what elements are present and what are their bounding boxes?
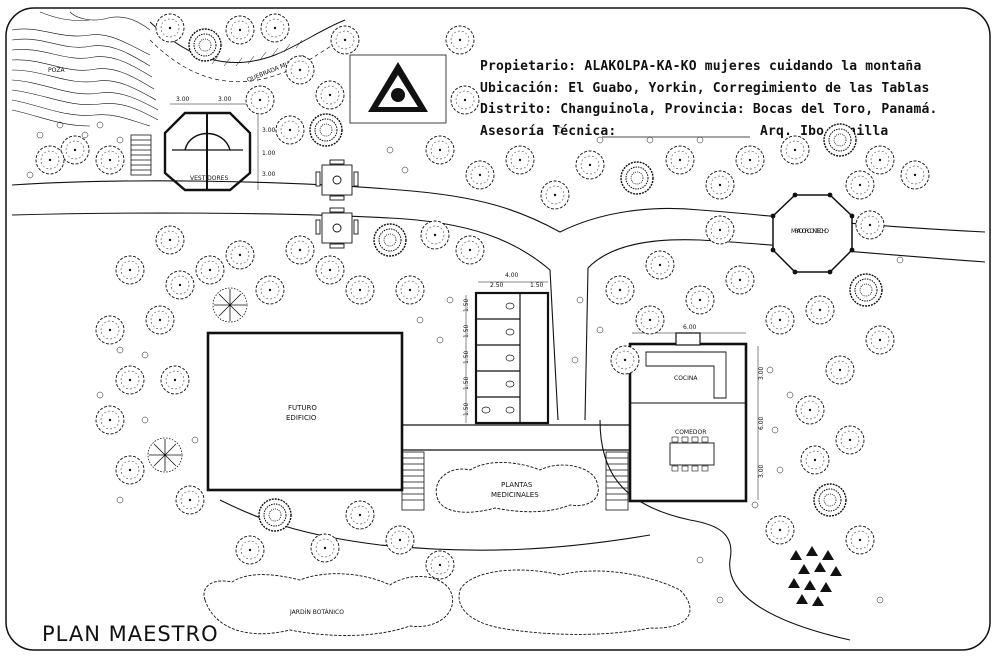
plantas-label-2: MEDICINALES: [491, 491, 539, 499]
dim-vest-side-mid: 1.00: [262, 150, 276, 157]
stairs-corridor: [401, 451, 629, 511]
mirador-building: [770, 192, 855, 275]
dim-bath-left: 2.50: [490, 282, 504, 289]
alakolpa-logo: [349, 54, 447, 124]
dim-kitchen-side-3: 3.00: [758, 464, 765, 478]
dim-bath-side-5: 1.50: [463, 402, 470, 416]
cocina-comedor-building: [628, 332, 759, 503]
dim-bath-side-4: 1.50: [463, 376, 470, 390]
plan-title: PLAN MAESTRO: [42, 622, 219, 646]
jardin-bed-east: [458, 569, 691, 635]
header-owner: Propietario: ALAKOLPA-KA-KO mujeres cuid…: [480, 59, 921, 74]
vestidores-label: VESTIDORES: [190, 175, 228, 182]
quebrada-bank: [149, 19, 346, 64]
dim-kitchen-top: 6.00: [683, 324, 697, 331]
comedor-label: COMEDOR: [675, 429, 706, 436]
poza-water-hatch: [11, 11, 159, 127]
plantas-medicinales-bed: [435, 461, 599, 513]
quebrada-bank-2: [149, 34, 351, 82]
plantas-label-1: PLANTAS: [501, 481, 533, 489]
dim-bath-right: 1.50: [530, 282, 544, 289]
dim-bath-side-3: 1.50: [463, 350, 470, 364]
dim-vest-side-top: 3.00: [262, 127, 276, 134]
dim-vest-top-right: 3.00: [218, 96, 232, 103]
jardin-botanico-bed: [203, 573, 453, 636]
futuro-edificio-building: [206, 331, 404, 492]
futuro-edificio-label-1: FUTURO: [288, 404, 317, 412]
header-location: Ubicación: El Guabo, Yorkin, Corregimien…: [480, 81, 930, 96]
dim-vest-top-left: 3.00: [176, 96, 190, 103]
mirador-label: MIRADOR CON TECHO: [791, 228, 829, 235]
header-district: Distrito: Changuinola, Provincia: Bocas …: [480, 102, 938, 117]
dim-kitchen-side-1: 3.00: [758, 366, 765, 380]
futuro-edificio-label-2: EDIFICIO: [286, 414, 317, 422]
vestidores-building: [163, 103, 259, 192]
dim-kitchen-side-2: 6.00: [758, 416, 765, 430]
dim-bath-total: 4.00: [505, 272, 519, 279]
header-advisory: Asesoría Técnica:: [480, 124, 616, 139]
jardin-label: JARDÍN BOTÁNICO: [289, 609, 344, 616]
header-architect: Arq. Ibo bonilla: [760, 124, 888, 139]
cocina-label: COCINA: [674, 375, 698, 382]
corridor: [401, 424, 631, 451]
dim-bath-side-2: 1.50: [463, 324, 470, 338]
dim-bath-side-1: 1.50: [463, 298, 470, 312]
poza-label: POZA: [48, 67, 65, 74]
sheet-border: [5, 7, 991, 651]
dim-vest-side-bottom: 3.00: [262, 171, 276, 178]
bathroom-block: [465, 281, 550, 425]
dark-shrub-cluster: [788, 546, 842, 606]
stairs-vestidores: [130, 134, 152, 176]
picnic-tables: [315, 159, 359, 249]
